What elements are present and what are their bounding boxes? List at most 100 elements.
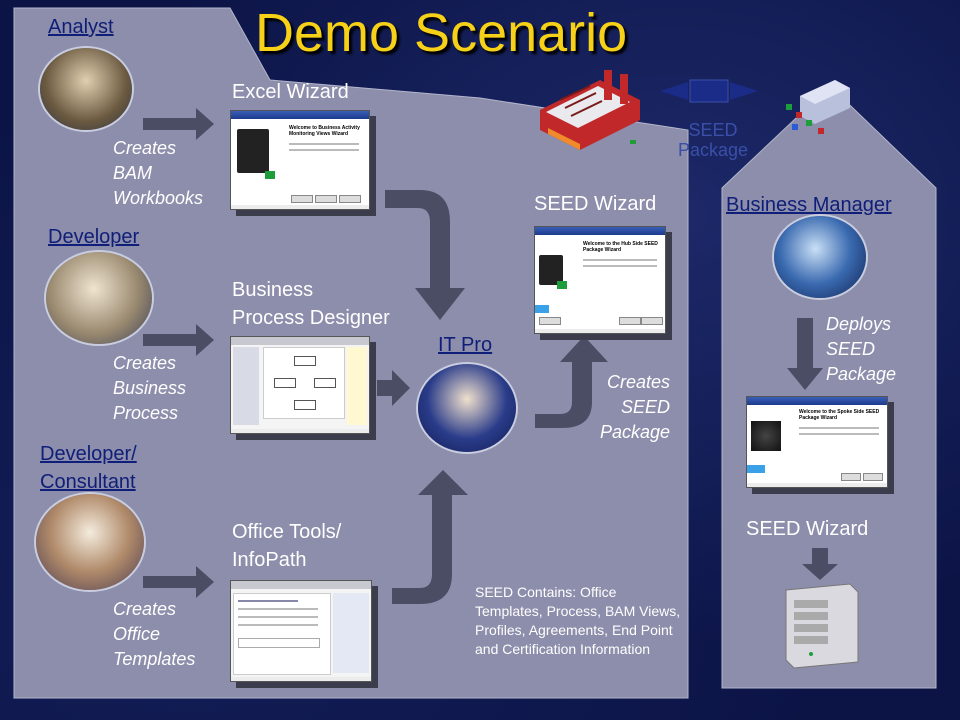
- factory-icon: [540, 70, 640, 150]
- text-line: [289, 149, 359, 151]
- arrow-office-to-itpro: [392, 470, 468, 604]
- manager-action-line: Package: [826, 364, 897, 384]
- analyst-action-line: Workbooks: [113, 188, 204, 208]
- button-graphic: [619, 317, 641, 325]
- developer-action-line: Creates: [113, 353, 177, 373]
- role-analyst[interactable]: Analyst: [48, 16, 114, 38]
- seed-wizard-heading-bottom: SEED Wizard: [746, 518, 869, 540]
- arrow-itpro-to-seed: [535, 336, 608, 428]
- it-pro-photo: [418, 364, 516, 452]
- printer-graphic: [539, 255, 563, 285]
- developer-action: Creates Business Process: [113, 351, 186, 426]
- arrow-consultant: [143, 566, 214, 598]
- screenshot-body: [231, 345, 369, 429]
- form-line: [238, 616, 318, 618]
- form-line: [238, 624, 318, 626]
- form-line: [238, 608, 318, 610]
- package-icon: [660, 79, 758, 103]
- arrow-analyst: [143, 108, 214, 140]
- shape: [314, 378, 336, 388]
- screenshot-body: Welcome to the Spoke Side SEED Package W…: [747, 405, 887, 483]
- building-icon: [786, 80, 850, 134]
- seed-wizard-heading-top: SEED Wizard: [534, 193, 657, 215]
- office-heading: Office Tools/ InfoPath: [232, 518, 341, 574]
- people-graphic: [751, 421, 781, 451]
- role-consultant-line2: Consultant: [40, 471, 136, 493]
- itpro-action-line: Creates: [606, 372, 670, 392]
- arrow-excel-to-itpro: [385, 190, 465, 320]
- bpd-screenshot: [230, 336, 370, 434]
- screenshot-body: Welcome to Business Activity Monitoring …: [231, 119, 369, 205]
- office-heading-line: Office Tools/: [232, 521, 342, 543]
- bpd-heading-line: Process Designer: [232, 307, 390, 329]
- blue-block: [535, 305, 549, 313]
- button-graphic: [291, 195, 313, 203]
- role-consultant-line1: Developer/: [40, 443, 137, 465]
- arrow-developer: [143, 324, 214, 356]
- properties-pane: [347, 347, 367, 425]
- button-graphic: [641, 317, 663, 325]
- button-graphic: [315, 195, 337, 203]
- arrow-manager-down: [787, 318, 823, 390]
- designer-canvas: [263, 347, 345, 419]
- text-line: [583, 265, 657, 267]
- server-icon: [785, 583, 859, 669]
- spoke-screen-text: Welcome to the Spoke Side SEED Package W…: [799, 409, 880, 421]
- consultant-photo: [36, 494, 144, 590]
- role-business-manager[interactable]: Business Manager: [726, 194, 892, 216]
- page-title: Demo Scenario: [255, 3, 628, 63]
- form-area: [233, 593, 331, 675]
- window-titlebar: [231, 581, 371, 589]
- bpd-heading-line: Business: [232, 279, 314, 301]
- screenshot-body: [231, 589, 371, 677]
- excel-wizard-heading: Excel Wizard: [232, 81, 349, 103]
- window-titlebar: [231, 111, 369, 119]
- toolbox-pane: [233, 347, 259, 425]
- window-titlebar: [535, 227, 665, 235]
- consultant-action-line: Templates: [113, 649, 196, 669]
- button-graphic: [539, 317, 561, 325]
- business-manager-photo: [774, 216, 866, 298]
- seed-package-label-line: Package: [677, 140, 749, 160]
- task-pane: [333, 593, 369, 673]
- window-titlebar: [231, 337, 369, 345]
- role-it-pro[interactable]: IT Pro: [438, 334, 493, 356]
- itpro-action: Creates SEED Package: [570, 370, 670, 445]
- excel-wizard-screenshot: Welcome to Business Activity Monitoring …: [230, 110, 370, 210]
- text-line: [799, 433, 879, 435]
- consultant-action-line: Creates: [113, 599, 177, 619]
- analyst-action-line: BAM: [113, 163, 153, 183]
- arrow-to-server: [802, 548, 838, 580]
- developer-photo: [46, 252, 152, 344]
- consultant-action: Creates Office Templates: [113, 597, 195, 672]
- excel-screen-text: Welcome to Business Activity Monitoring …: [289, 125, 360, 137]
- consultant-action-line: Office: [113, 624, 161, 644]
- button-graphic: [863, 473, 883, 481]
- role-consultant[interactable]: Developer/ Consultant: [40, 440, 137, 496]
- analyst-action-line: Creates: [113, 138, 177, 158]
- green-block: [557, 281, 567, 289]
- manager-action-line: Deploys: [826, 314, 892, 334]
- hub-screen-text: Welcome to the Hub Side SEED Package Wiz…: [583, 241, 658, 253]
- seed-package-label-line: SEED: [688, 120, 738, 140]
- text-line: [583, 259, 657, 261]
- shape: [294, 400, 316, 410]
- server-graphic: [237, 129, 269, 173]
- seed-contains-note: SEED Contains: Office Templates, Process…: [475, 584, 681, 657]
- analyst-action: Creates BAM Workbooks: [113, 136, 203, 211]
- text-line: [289, 143, 359, 145]
- office-tools-screenshot: [230, 580, 372, 682]
- shape: [274, 378, 296, 388]
- spoke-seed-wizard-screenshot: Welcome to the Spoke Side SEED Package W…: [746, 396, 888, 488]
- form-line: [238, 600, 298, 602]
- role-developer[interactable]: Developer: [48, 226, 140, 248]
- arrow-bpd-to-itpro: [377, 370, 410, 406]
- screenshot-body: Welcome to the Hub Side SEED Package Wiz…: [535, 235, 665, 329]
- seed-package-label: SEED Package: [668, 120, 758, 160]
- hub-seed-wizard-screenshot: Welcome to the Hub Side SEED Package Wiz…: [534, 226, 666, 334]
- green-block: [265, 171, 275, 179]
- window-titlebar: [747, 397, 887, 405]
- button-graphic: [841, 473, 861, 481]
- button-graphic: [339, 195, 361, 203]
- office-heading-line: InfoPath: [232, 549, 307, 571]
